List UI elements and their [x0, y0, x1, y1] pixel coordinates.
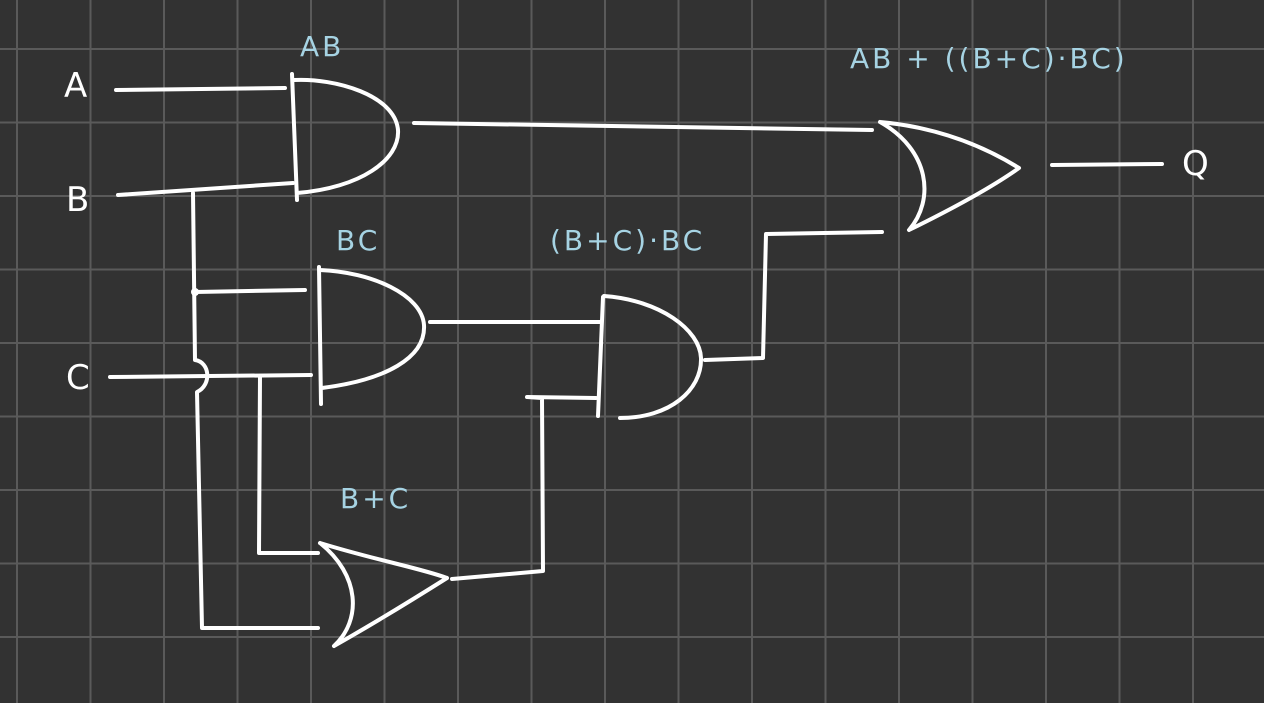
- wire-combined-out: [703, 230, 884, 362]
- wire-a: [114, 86, 287, 92]
- and-gate-ab: [290, 72, 401, 202]
- wire-b-to-bc: [193, 288, 307, 294]
- expr-label-b-plus-c: B+C: [340, 482, 412, 515]
- wire-b-down: [191, 191, 320, 630]
- input-label-a: A: [64, 66, 91, 106]
- expr-label-combined: (B+C)·BC: [550, 224, 706, 257]
- expr-label-ab: AB: [300, 30, 345, 63]
- wire-b: [116, 181, 295, 197]
- or-gate-b-plus-c: [318, 541, 449, 648]
- wire-c: [108, 373, 313, 379]
- expr-label-final: AB + ((B+C)·BC): [850, 42, 1128, 75]
- input-label-c: C: [66, 358, 93, 398]
- wire-ab-out: [412, 121, 874, 132]
- and-gate-bc: [317, 265, 427, 406]
- or-gate-final: [878, 120, 1021, 232]
- wire-q-out: [1050, 162, 1164, 167]
- output-label-q: Q: [1182, 144, 1212, 184]
- wire-c-down: [257, 374, 320, 555]
- expr-label-bc: BC: [336, 224, 381, 257]
- junction-dot: [191, 288, 199, 296]
- wire-or-out: [450, 395, 598, 581]
- and-gate-combined: [596, 294, 704, 420]
- input-label-b: B: [66, 180, 93, 220]
